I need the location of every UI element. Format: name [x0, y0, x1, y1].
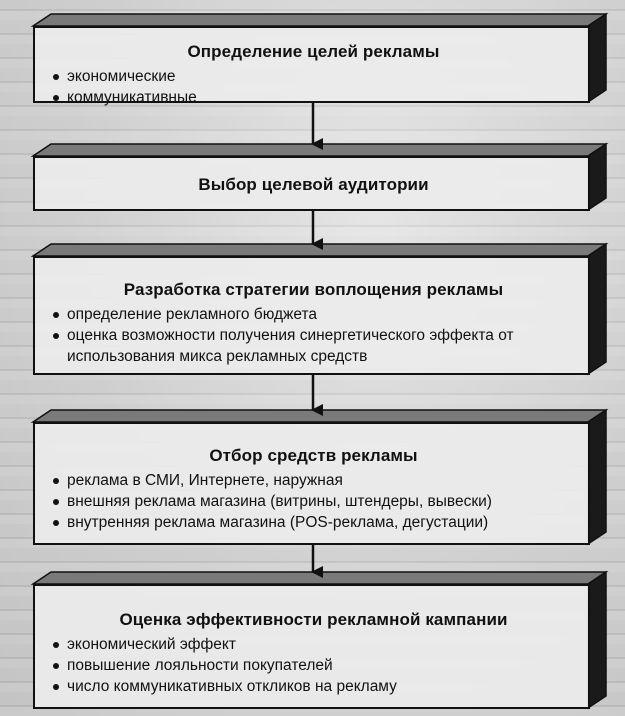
- step-title: Разработка стратегии воплощения рекламы: [123, 280, 504, 299]
- box-3d-shape: [30, 242, 609, 376]
- list-item: число коммуникативных откликов на реклам…: [49, 676, 578, 697]
- step-box: Отбор средств рекламы реклама в СМИ, Инт…: [33, 422, 590, 545]
- list-item: определение рекламного бюджета: [49, 304, 578, 325]
- step-title: Оценка эффективности рекламной кампании: [119, 610, 508, 629]
- step-title: Отбор средств рекламы: [209, 446, 418, 465]
- list-item: повышение лояльности покупателей: [49, 655, 578, 676]
- box-3d-shape: [30, 408, 609, 546]
- step-title: Определение целей рекламы: [187, 42, 440, 61]
- step-title: Выбор целевой аудитории: [198, 175, 429, 194]
- step-target-audience: Выбор целевой аудитории: [30, 142, 623, 214]
- step-list: экономические коммуникативные: [49, 66, 578, 108]
- step-box: Оценка эффективности рекламной кампании …: [33, 584, 590, 709]
- step-list: определение рекламного бюджета оценка во…: [49, 304, 578, 367]
- step-media-selection: Отбор средств рекламы реклама в СМИ, Инт…: [30, 408, 623, 550]
- list-item: внутренняя реклама магазина (POS-реклама…: [49, 512, 578, 533]
- step-define-goals: Определение целей рекламы экономические …: [30, 12, 623, 114]
- list-item: экономические: [49, 66, 578, 87]
- step-list: реклама в СМИ, Интернете, наружная внешн…: [49, 470, 578, 533]
- list-item: экономический эффект: [49, 634, 578, 655]
- list-item: реклама в СМИ, Интернете, наружная: [49, 470, 578, 491]
- list-item: коммуникативные: [49, 87, 578, 108]
- step-box: Выбор целевой аудитории: [33, 156, 590, 211]
- list-item: внешняя реклама магазина (витрины, штенд…: [49, 491, 578, 512]
- step-list: экономический эффект повышение лояльност…: [49, 634, 578, 697]
- step-strategy: Разработка стратегии воплощения рекламы …: [30, 242, 623, 382]
- box-3d-shape: [30, 12, 609, 104]
- step-effectiveness: Оценка эффективности рекламной кампании …: [30, 570, 623, 712]
- list-item: оценка возможности получения синергетиче…: [49, 325, 578, 367]
- step-box: Определение целей рекламы экономические …: [33, 26, 590, 106]
- step-box: Разработка стратегии воплощения рекламы …: [33, 256, 590, 375]
